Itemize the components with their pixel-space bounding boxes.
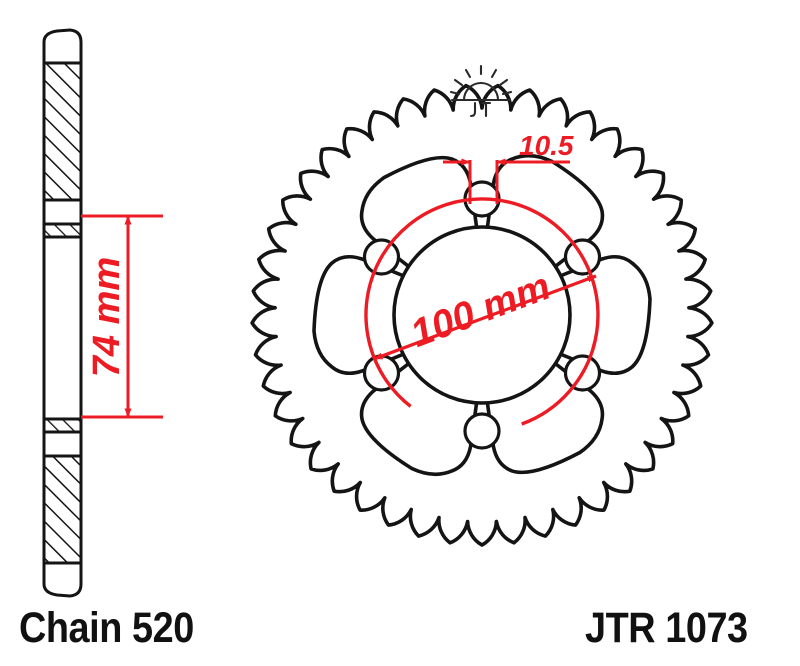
side-view-lower-hatch-fill (44, 456, 81, 563)
logo-letter-j-icon (469, 101, 477, 118)
part-number-label: JTR 1073 (585, 604, 748, 652)
sun-ray-3-icon (490, 68, 498, 79)
sunrise-dome-icon (462, 81, 500, 102)
sun-ray-4-icon (498, 78, 509, 87)
side-view-upper-ref-hatch (44, 224, 81, 237)
logo-letter-t-icon (480, 101, 492, 118)
sprocket-bolt-hole (463, 412, 501, 450)
bolt-hole-diameter-value: 10.5 (519, 130, 574, 161)
sun-ray-6-icon (501, 90, 513, 96)
side-view-hub-web (42, 235, 83, 421)
hub-width-dimension-value: 74 mm (86, 257, 128, 377)
bolt-hole-diameter-group: 10.5 (443, 130, 574, 204)
side-view-upper-plain-band (42, 198, 83, 226)
side-view-lower-tooth-tip (42, 561, 83, 598)
side-view-lower-plain-band (42, 430, 83, 458)
side-view-lower-ref-hatch (44, 419, 81, 432)
jt-sunrise-logo (449, 64, 513, 118)
side-view-upper-tooth-tip (42, 28, 83, 65)
sun-ray-1-icon (464, 68, 472, 79)
sun-ray-5-icon (449, 90, 461, 96)
bcd-leader-line (373, 274, 597, 361)
hub-width-dimension-group: 74 mm (81, 214, 163, 419)
chain-size-label: Chain 520 (19, 604, 194, 652)
side-section-view (42, 28, 83, 598)
side-view-upper-hatch-fill (44, 63, 81, 200)
sun-ray-2-icon (453, 78, 464, 87)
